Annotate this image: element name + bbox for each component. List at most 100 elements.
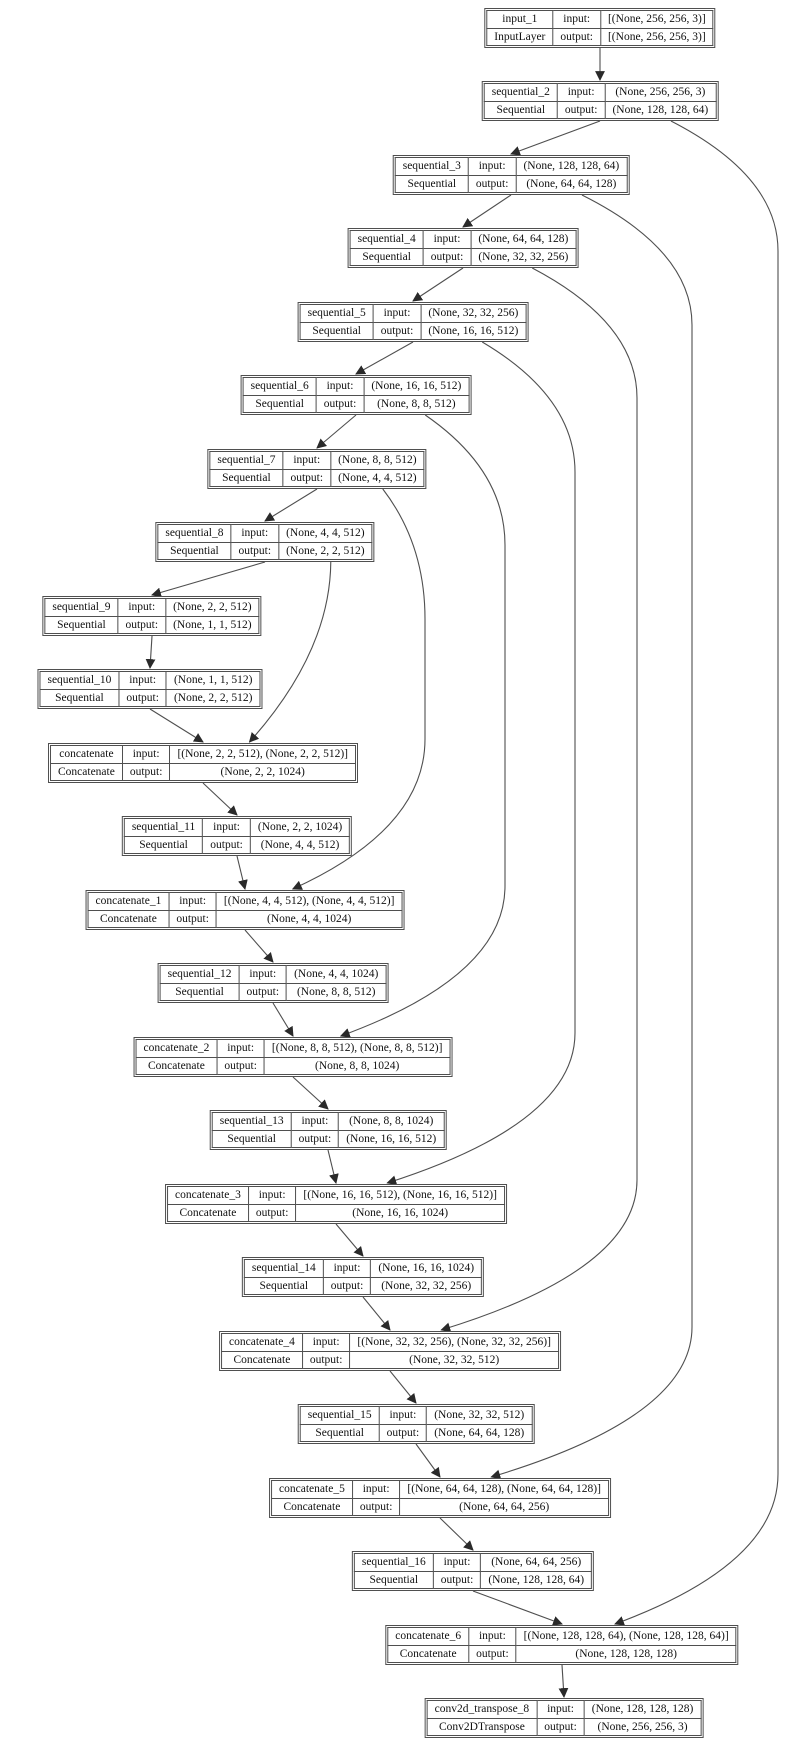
node-sequential_8: sequential_8 input: (None, 4, 4, 512) Se…: [155, 522, 375, 562]
edge-sequential_9-to-sequential_10: [145, 635, 156, 669]
edge-sequential_5-to-sequential_6: [355, 341, 414, 375]
edge-sequential_16-to-concatenate_6: [472, 1590, 563, 1626]
input-label: input:: [301, 1333, 351, 1352]
edge-concatenate_5-to-sequential_16: [439, 1517, 474, 1551]
layer-type: Sequential: [353, 1570, 434, 1589]
input-shape: (None, 16, 16, 512): [363, 377, 470, 396]
layer-record-table: concatenate_3 input: [(None, 16, 16, 512…: [167, 1186, 505, 1222]
input-label: input:: [118, 671, 167, 690]
input-shape: (None, 128, 128, 64): [515, 157, 628, 176]
edge-sequential_2-to-sequential_3: [510, 120, 601, 156]
layer-name: concatenate_2: [135, 1039, 218, 1058]
edge-concatenate_3-to-sequential_14: [335, 1223, 364, 1257]
output-shape: (None, 128, 128, 64): [604, 100, 717, 119]
layer-type: Sequential: [349, 247, 424, 266]
node-sequential_9: sequential_9 input: (None, 2, 2, 512) Se…: [42, 596, 262, 636]
edge-concatenate_1-to-sequential_12: [244, 929, 274, 963]
layer-record-table: concatenate_1 input: [(None, 4, 4, 512),…: [87, 892, 403, 928]
edge-sequential_5-to-concatenate_3: [386, 341, 576, 1186]
input-shape: (None, 2, 2, 1024): [249, 818, 351, 837]
layer-record-table: concatenate_6 input: [(None, 128, 128, 6…: [387, 1627, 737, 1663]
input-label: input:: [282, 451, 332, 470]
layer-name: concatenate: [50, 745, 123, 764]
edge-sequential_13-to-concatenate_3: [327, 1149, 339, 1184]
input-shape: (None, 32, 32, 512): [426, 1406, 533, 1425]
layer-record-table: sequential_12 input: (None, 4, 4, 1024) …: [159, 965, 387, 1001]
layer-name: sequential_2: [483, 83, 558, 102]
edge-sequential_8-to-sequential_9: [151, 561, 266, 598]
node-concatenate_2: concatenate_2 input: [(None, 8, 8, 512),…: [133, 1037, 453, 1077]
layer-name: concatenate_4: [221, 1333, 303, 1352]
node-concatenate: concatenate input: [(None, 2, 2, 512), (…: [48, 743, 358, 783]
output-shape: (None, 1, 1, 512): [165, 615, 260, 634]
layer-type: Sequential: [123, 835, 204, 854]
node-concatenate_4: concatenate_4 input: [(None, 32, 32, 256…: [219, 1331, 561, 1371]
output-shape: (None, 128, 128, 128): [515, 1644, 737, 1663]
layer-type: Sequential: [394, 174, 469, 193]
output-label: output:: [238, 982, 288, 1001]
layer-type: Sequential: [157, 541, 232, 560]
input-label: input:: [468, 1627, 517, 1646]
input-shape: (None, 256, 256, 3): [604, 83, 717, 102]
output-shape: (None, 64, 64, 256): [399, 1497, 609, 1516]
output-label: output:: [315, 394, 365, 413]
input-shape: (None, 8, 8, 1024): [338, 1112, 445, 1131]
layer-type: Sequential: [243, 1276, 324, 1295]
layer-type: Concatenate: [221, 1350, 303, 1369]
output-label: output:: [372, 321, 422, 340]
edge-sequential_6-to-sequential_7: [316, 414, 357, 449]
layer-type: Sequential: [39, 688, 120, 707]
node-sequential_12: sequential_12 input: (None, 4, 4, 1024) …: [157, 963, 389, 1003]
output-shape: (None, 64, 64, 128): [426, 1423, 533, 1442]
node-input_1: input_1 input: [(None, 256, 256, 3)] Inp…: [484, 8, 716, 48]
input-shape: (None, 2, 2, 512): [165, 598, 260, 617]
output-shape: [(None, 256, 256, 3)]: [599, 27, 714, 46]
layer-record-table: conv2d_transpose_8 input: (None, 128, 12…: [426, 1700, 702, 1736]
node-conv2d_transpose_8: conv2d_transpose_8 input: (None, 128, 12…: [424, 1698, 704, 1738]
edge-sequential_3-to-concatenate_5: [490, 194, 693, 1480]
layer-type: Sequential: [483, 100, 558, 119]
node-sequential_3: sequential_3 input: (None, 128, 128, 64)…: [392, 155, 630, 195]
output-label: output:: [467, 174, 517, 193]
edge-sequential_12-to-concatenate_2: [272, 1002, 294, 1037]
input-label: input:: [372, 304, 422, 323]
node-sequential_13: sequential_13 input: (None, 8, 8, 1024) …: [209, 1110, 447, 1150]
edge-concatenate_6-to-conv2d_transpose_8: [558, 1664, 569, 1698]
layer-record-table: sequential_16 input: (None, 64, 64, 256)…: [353, 1553, 593, 1589]
layer-record-table: sequential_3 input: (None, 128, 128, 64)…: [394, 157, 628, 193]
edge-sequential_3-to-sequential_4: [462, 194, 512, 228]
edge-sequential_4-to-concatenate_4: [440, 267, 638, 1333]
output-label: output:: [290, 1129, 340, 1148]
output-label: output:: [322, 1276, 372, 1295]
layer-record-table: sequential_7 input: (None, 8, 8, 512) Se…: [209, 451, 425, 487]
output-shape: (None, 2, 2, 1024): [169, 762, 356, 781]
node-sequential_11: sequential_11 input: (None, 2, 2, 1024) …: [121, 816, 353, 856]
output-label: output:: [121, 762, 171, 781]
output-label: output:: [432, 1570, 482, 1589]
input-shape: [(None, 64, 64, 128), (None, 64, 64, 128…: [399, 1480, 609, 1499]
layer-record-table: sequential_10 input: (None, 1, 1, 512) S…: [39, 671, 261, 707]
layer-record-table: concatenate input: [(None, 2, 2, 512), (…: [50, 745, 356, 781]
output-shape: (None, 8, 8, 512): [286, 982, 387, 1001]
layer-record-table: sequential_15 input: (None, 32, 32, 512)…: [299, 1406, 533, 1442]
node-concatenate_3: concatenate_3 input: [(None, 16, 16, 512…: [165, 1184, 507, 1224]
layer-record-table: sequential_4 input: (None, 64, 64, 128) …: [349, 230, 577, 266]
edge-sequential_15-to-concatenate_5: [415, 1443, 441, 1478]
layer-type: Sequential: [299, 321, 374, 340]
layer-record-table: concatenate_5 input: [(None, 64, 64, 128…: [271, 1480, 609, 1516]
input-label: input:: [216, 1039, 265, 1058]
edge-sequential_2-to-concatenate_6: [614, 120, 779, 1626]
layer-record-table: sequential_9 input: (None, 2, 2, 512) Se…: [44, 598, 260, 634]
edge-sequential_6-to-concatenate_2: [339, 414, 506, 1038]
layer-type: Concatenate: [135, 1056, 218, 1075]
layer-type: Sequential: [211, 1129, 292, 1148]
node-sequential_6: sequential_6 input: (None, 16, 16, 512) …: [240, 375, 472, 415]
input-label: input:: [168, 892, 217, 911]
output-label: output:: [230, 541, 280, 560]
node-sequential_10: sequential_10 input: (None, 1, 1, 512) S…: [37, 669, 263, 709]
node-sequential_7: sequential_7 input: (None, 8, 8, 512) Se…: [207, 449, 427, 489]
layer-name: conv2d_transpose_8: [426, 1700, 538, 1719]
edge-sequential_4-to-sequential_5: [412, 267, 464, 302]
layer-record-table: sequential_13 input: (None, 8, 8, 1024) …: [211, 1112, 445, 1148]
